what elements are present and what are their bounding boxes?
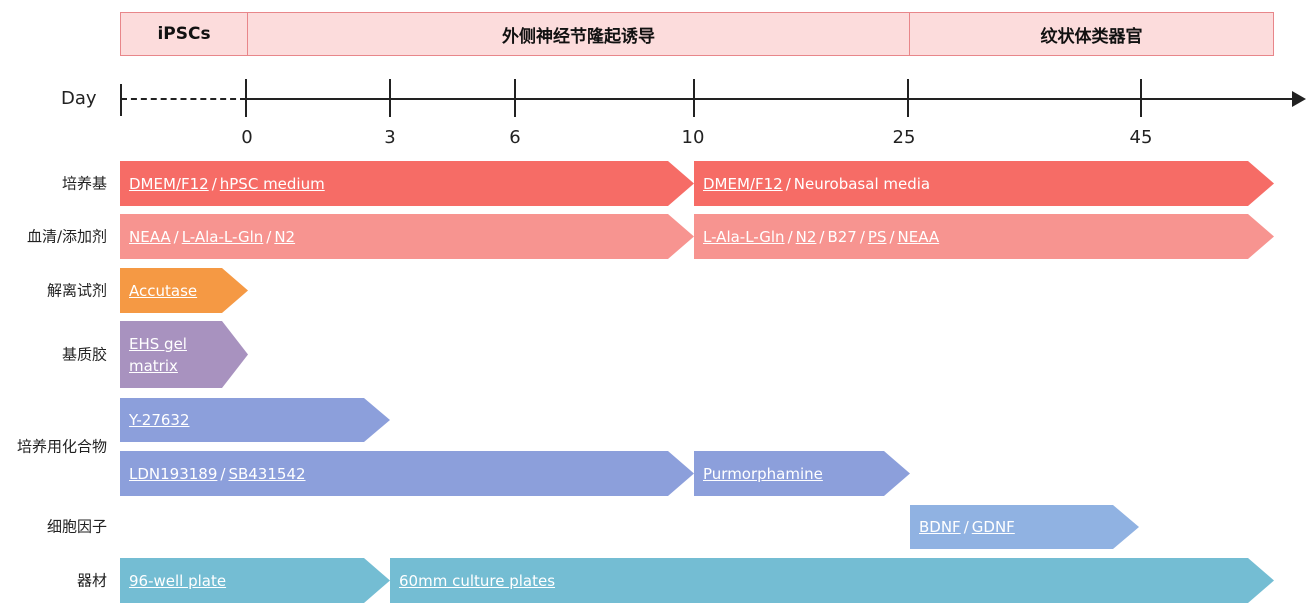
reagent-text: Neurobasal media <box>793 174 931 193</box>
reagent-link[interactable]: PS <box>867 227 887 246</box>
reagent-link[interactable]: NEAA <box>129 227 171 246</box>
reagent-link[interactable]: Y-27632 <box>129 411 190 429</box>
axis-day-label: Day <box>61 88 97 109</box>
bar-compound-dual-smad: LDN193189/SB431542 <box>120 451 694 496</box>
reagent-link[interactable]: DMEM/F12 <box>703 174 783 193</box>
reagent-link[interactable]: N2 <box>795 227 817 246</box>
axis-tick-label: 6 <box>509 127 521 148</box>
axis-tick <box>907 79 909 117</box>
reagent-link[interactable]: DMEM/F12 <box>129 174 209 193</box>
axis-dashed-segment <box>121 98 246 100</box>
equipment-link[interactable]: 96-well plate <box>129 571 227 590</box>
row-label-matrix: 基质胶 <box>61 345 107 364</box>
reagent-link[interactable]: SB431542 <box>228 464 306 483</box>
row-label-compounds: 培养用化合物 <box>16 437 107 456</box>
reagent-link[interactable]: N2 <box>274 227 296 246</box>
reagent-link[interactable]: EHS gel matrix <box>129 334 187 375</box>
axis-tick <box>389 79 391 117</box>
axis-tick <box>245 79 247 117</box>
reagent-text: B27 <box>827 227 857 246</box>
bar-medium-induction: DMEM/F12/hPSC medium <box>120 161 694 206</box>
row-label-medium: 培养基 <box>61 174 107 193</box>
axis-tick-label: 45 <box>1129 127 1153 148</box>
bar-serum-organoid: L-Ala-L-Gln/N2/B27/PS/NEAA <box>694 214 1274 259</box>
bar-cytokines: BDNF/GDNF <box>910 505 1139 549</box>
axis-line <box>246 98 1294 100</box>
axis-tick-label: 3 <box>384 127 396 148</box>
bar-equipment-96well: 96-well plate <box>120 558 390 603</box>
row-label-serum: 血清/添加剂 <box>26 227 107 246</box>
stage-striatal-organoid-label: 纹状体类器官 <box>1040 26 1143 47</box>
axis-arrow-icon <box>1292 91 1306 107</box>
reagent-link[interactable]: Purmorphamine <box>703 464 823 483</box>
axis-tick-label: 10 <box>681 127 705 148</box>
reagent-link[interactable]: hPSC medium <box>219 174 325 193</box>
reagent-link[interactable]: BDNF <box>919 518 961 536</box>
axis-tick-label: 25 <box>892 127 916 148</box>
row-label-cytokines: 细胞因子 <box>46 517 107 536</box>
bar-serum-induction: NEAA/L-Ala-L-Gln/N2 <box>120 214 694 259</box>
axis-tick-label: 0 <box>241 127 253 148</box>
stage-lge-induction: 外侧神经节隆起诱导 <box>247 12 910 56</box>
axis-start-marker <box>120 84 122 116</box>
reagent-link[interactable]: L-Ala-L-Gln <box>181 227 264 246</box>
bar-medium-organoid: DMEM/F12/Neurobasal media <box>694 161 1274 206</box>
bar-compound-y27632: Y-27632 <box>120 398 390 442</box>
bar-equipment-60mm: 60mm culture plates <box>390 558 1274 603</box>
bar-compound-purmorphamine: Purmorphamine <box>694 451 910 496</box>
row-label-equipment: 器材 <box>76 571 107 590</box>
stage-striatal-organoid: 纹状体类器官 <box>909 12 1274 56</box>
bar-matrix: EHS gel matrix <box>120 321 248 388</box>
stage-lge-induction-label: 外侧神经节隆起诱导 <box>502 26 655 47</box>
reagent-link[interactable]: LDN193189 <box>129 464 218 483</box>
reagent-link[interactable]: GDNF <box>971 518 1015 536</box>
axis-tick <box>1140 79 1142 117</box>
reagent-link[interactable]: L-Ala-L-Gln <box>703 227 785 246</box>
stage-ipscs-label: iPSCs <box>157 24 211 44</box>
axis-tick <box>514 79 516 117</box>
stage-ipscs: iPSCs <box>120 12 248 56</box>
equipment-link[interactable]: 60mm culture plates <box>399 571 556 590</box>
bar-dissociation: Accutase <box>120 268 248 313</box>
axis-tick <box>693 79 695 117</box>
row-label-dissociation: 解离试剂 <box>46 281 107 300</box>
reagent-link[interactable]: NEAA <box>897 227 940 246</box>
reagent-link[interactable]: Accutase <box>129 281 198 300</box>
